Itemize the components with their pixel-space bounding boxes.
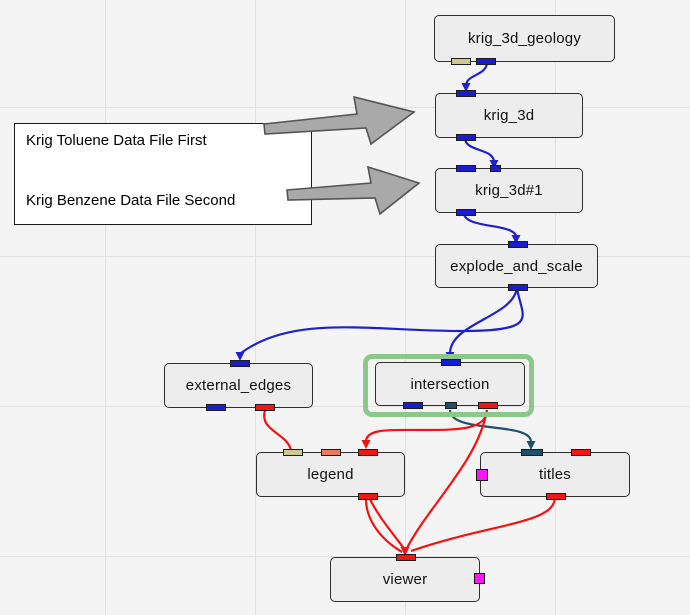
wire-legend-to-viewer-a[interactable]: [364, 496, 403, 553]
node-label: krig_3d: [483, 107, 535, 124]
arrowhead: [235, 352, 245, 361]
input-port-salmon[interactable]: [321, 449, 341, 456]
node-krig-3d-geology[interactable]: krig_3d_geology: [434, 15, 615, 65]
input-port-blue[interactable]: [456, 165, 476, 172]
grid-line: [555, 0, 556, 615]
node-label: krig_3d#1: [475, 182, 543, 199]
node-explode-and-scale[interactable]: explode_and_scale: [435, 241, 598, 291]
grid-line: [105, 0, 106, 615]
wire-intersection-to-legend[interactable]: [364, 409, 489, 442]
output-port-teal[interactable]: [445, 402, 457, 409]
arrowhead: [511, 235, 521, 244]
output-port-blue[interactable]: [456, 209, 476, 216]
node-label: legend: [307, 466, 354, 483]
node-label: external_edges: [185, 377, 292, 394]
input-port-red[interactable]: [358, 449, 378, 456]
wire-explode-and-scale-to-external-edges[interactable]: [240, 287, 524, 354]
wire-titles-to-viewer[interactable]: [410, 496, 557, 553]
node-krig-3d[interactable]: krig_3d: [435, 90, 583, 141]
node-external-edges[interactable]: external_edges: [164, 360, 313, 411]
arrowhead: [361, 440, 371, 449]
wire-krig-3d-1-to-explode-and-scale[interactable]: [462, 212, 518, 238]
output-port-red[interactable]: [478, 402, 498, 409]
node-intersection[interactable]: intersection: [375, 359, 525, 409]
wire-legend-to-viewer-b[interactable]: [367, 496, 406, 551]
input-port-red[interactable]: [571, 449, 591, 456]
arrowhead: [461, 83, 471, 92]
node-legend[interactable]: legend: [256, 449, 405, 500]
input-port-blue[interactable]: [508, 241, 528, 248]
node-viewer[interactable]: viewer: [330, 554, 485, 602]
output-port-red[interactable]: [358, 493, 378, 500]
arrowhead: [400, 547, 410, 556]
grid-line: [0, 256, 690, 257]
wire-krig-3d-to-krig-3d-1[interactable]: [463, 137, 496, 163]
grid-line: [0, 556, 690, 557]
node-label: titles: [538, 466, 572, 483]
node-label: explode_and_scale: [450, 257, 583, 275]
input-port-blue[interactable]: [456, 90, 476, 97]
output-port-blue[interactable]: [206, 404, 226, 411]
input-port-blue[interactable]: [441, 359, 461, 366]
output-port-red[interactable]: [255, 404, 275, 411]
annotation-text-1: Krig Toluene Data File First: [26, 132, 207, 149]
output-port-blue[interactable]: [403, 402, 423, 409]
node-titles[interactable]: titles: [476, 449, 630, 500]
wire-krig-3d-geology-to-krig-3d[interactable]: [464, 61, 489, 87]
output-port-blue[interactable]: [476, 58, 496, 65]
grid-line: [405, 0, 406, 615]
annotation-note[interactable]: Krig Toluene Data File First Krig Benzen…: [14, 123, 312, 225]
output-port-khaki[interactable]: [451, 58, 471, 65]
arrowhead: [526, 441, 536, 450]
grid-line: [255, 0, 256, 615]
output-port-blue[interactable]: [456, 134, 476, 141]
node-label: intersection: [410, 375, 490, 393]
wire-external-edges-to-legend[interactable]: [263, 409, 293, 451]
wire-explode-and-scale-to-intersection[interactable]: [448, 287, 519, 354]
output-port-blue[interactable]: [508, 284, 528, 291]
node-label: viewer: [382, 571, 428, 588]
selection-highlight-intersection: [363, 354, 534, 417]
magenta-param-port[interactable]: [476, 469, 488, 481]
grid-line: [0, 406, 690, 407]
magenta-param-port[interactable]: [474, 573, 485, 584]
input-port-blue-2[interactable]: [490, 165, 501, 172]
input-port-red[interactable]: [396, 554, 416, 561]
arrowhead: [489, 160, 499, 169]
input-port-teal[interactable]: [521, 449, 543, 456]
grid-line: [0, 107, 690, 108]
annotation-text-2: Krig Benzene Data File Second: [26, 192, 236, 209]
node-label: krig_3d_geology: [467, 30, 582, 47]
annotation-arrow-bottom[interactable]: [286, 165, 421, 216]
input-port-blue[interactable]: [230, 360, 250, 367]
annotation-arrow-top[interactable]: [263, 95, 416, 146]
input-port-khaki[interactable]: [283, 449, 303, 456]
node-krig-3d-1[interactable]: krig_3d#1: [435, 165, 583, 216]
wire-intersection-to-viewer[interactable]: [405, 409, 489, 551]
output-port-red[interactable]: [546, 493, 566, 500]
